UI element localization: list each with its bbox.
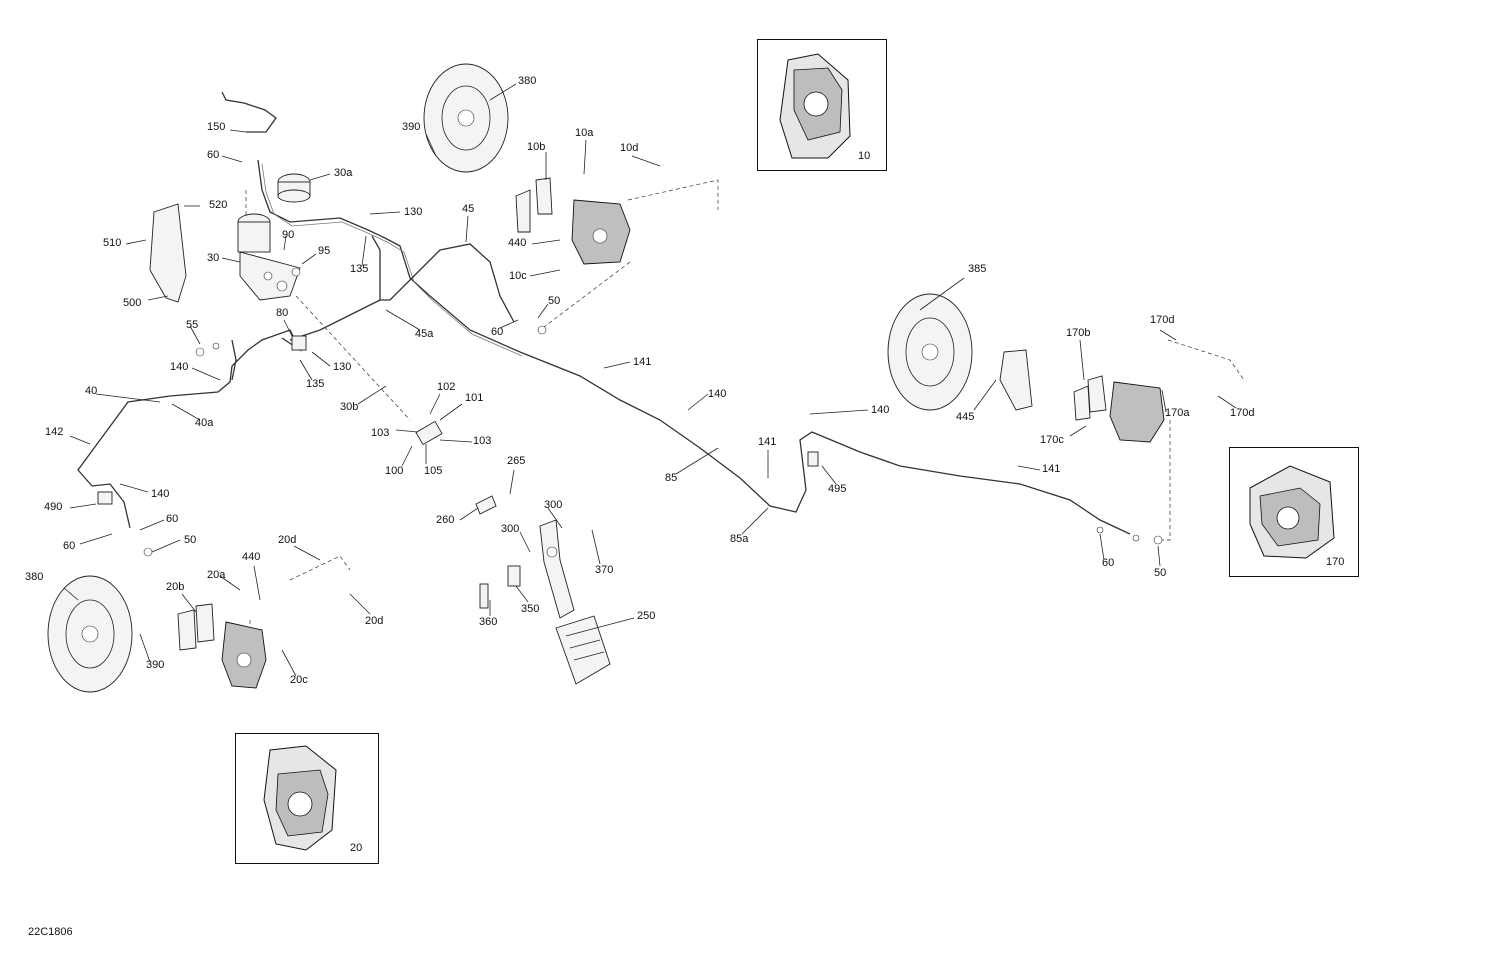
callout-label: 390 [402, 121, 421, 133]
callout-label: 170d [1150, 314, 1175, 326]
callout-label: 10b [527, 141, 546, 153]
callout-label: 10d [620, 142, 639, 154]
callout-label: 60 [1102, 557, 1115, 569]
callout-label: 50 [548, 295, 561, 307]
callout-label: 102 [437, 381, 456, 393]
brake-disc-380-front-left [47, 575, 133, 693]
callout-label: 141 [633, 356, 652, 368]
callout-label: 103 [371, 427, 390, 439]
callout-label: 385 [968, 263, 987, 275]
master-cylinder-assembly [237, 173, 311, 301]
inset-caliper-10: 10 [757, 39, 887, 171]
callout-label: 45a [415, 328, 434, 340]
callout-label: 490 [44, 501, 63, 513]
caliper-170-illustration [1249, 465, 1335, 559]
callout-label: 260 [436, 514, 455, 526]
callout-label: 380 [518, 75, 537, 87]
callout-label: 60 [63, 540, 76, 552]
callout-label: 170a [1165, 407, 1190, 419]
callout-label: 50 [184, 534, 197, 546]
callout-label: 250 [637, 610, 656, 622]
callout-label: 170d [1230, 407, 1255, 419]
brake-disc-385-rear [887, 293, 973, 411]
callout-label: 45 [462, 203, 475, 215]
callout-label: 140 [708, 388, 727, 400]
callout-label: 135 [350, 263, 369, 275]
callout-label: 170b [1066, 327, 1091, 339]
callout-label: 495 [828, 483, 847, 495]
bracket-510 [149, 203, 187, 303]
callout-label: 370 [595, 564, 614, 576]
callout-label: 440 [242, 551, 261, 563]
callout-label: 300 [544, 499, 563, 511]
callout-label: 141 [1042, 463, 1061, 475]
callout-label: 135 [306, 378, 325, 390]
callout-label: 380 [25, 571, 44, 583]
callout-label: 85 [665, 472, 678, 484]
callout-label: 10a [575, 127, 594, 139]
brake-disc-380-front-right [423, 63, 509, 173]
inset-label: 20 [350, 842, 363, 854]
callout-label: 142 [45, 426, 64, 438]
callout-label: 30 [207, 252, 220, 264]
brake-pedal-assembly [475, 495, 611, 685]
callout-label: 40 [85, 385, 98, 397]
callout-label: 40a [195, 417, 214, 429]
callout-label: 350 [521, 603, 540, 615]
fittings [97, 267, 1163, 557]
callout-label: 440 [508, 237, 527, 249]
callout-label: 360 [479, 616, 498, 628]
callout-label: 30a [334, 167, 353, 179]
inset-caliper-170: 170 [1229, 447, 1359, 577]
callout-label: 141 [758, 436, 777, 448]
callout-label: 30b [340, 401, 359, 413]
callout-label: 100 [385, 465, 404, 477]
callout-label: 300 [501, 523, 520, 535]
callout-label: 445 [956, 411, 975, 423]
callout-label: 80 [276, 307, 289, 319]
callout-label: 150 [207, 121, 226, 133]
callout-label: 20d [365, 615, 384, 627]
callout-label: 60 [491, 326, 504, 338]
callout-label: 50 [1154, 567, 1167, 579]
callout-label: 103 [473, 435, 492, 447]
callout-label: 101 [465, 392, 484, 404]
callout-label: 265 [507, 455, 526, 467]
callout-label: 140 [151, 488, 170, 500]
callout-label: 500 [123, 297, 142, 309]
callout-label: 130 [333, 361, 352, 373]
caliper-10-illustration [779, 53, 851, 159]
leader-lines [63, 83, 1237, 677]
callout-label: 390 [146, 659, 165, 671]
callout-label: 10c [509, 270, 527, 282]
callout-label: 20b [166, 581, 185, 593]
callout-label: 55 [186, 319, 199, 331]
inset-caliper-20: 20 [235, 733, 379, 864]
callout-label: 20a [207, 569, 226, 581]
callout-label: 60 [207, 149, 220, 161]
diagram-code: 22C1806 [28, 926, 73, 938]
caliper-170-parts [999, 349, 1165, 443]
caliper-20-illustration [263, 745, 337, 851]
callout-label: 95 [318, 245, 331, 257]
callout-label: 520 [209, 199, 228, 211]
callout-label: 60 [166, 513, 179, 525]
assembly-lines [245, 179, 1245, 650]
callout-label: 140 [170, 361, 189, 373]
caliper-10-parts [515, 177, 631, 265]
callout-label: 85a [730, 533, 749, 545]
inset-label: 10 [858, 150, 871, 162]
callout-label: 105 [424, 465, 443, 477]
callout-label: 140 [871, 404, 890, 416]
brake-hoses [77, 91, 1131, 535]
inset-label: 170 [1326, 556, 1345, 568]
callout-label: 130 [404, 206, 423, 218]
callout-label: 510 [103, 237, 122, 249]
callout-label: 20d [278, 534, 297, 546]
callout-label: 170c [1040, 434, 1064, 446]
callout-label: 20c [290, 674, 308, 686]
callout-label: 90 [282, 229, 295, 241]
caliper-20-parts [177, 603, 267, 689]
